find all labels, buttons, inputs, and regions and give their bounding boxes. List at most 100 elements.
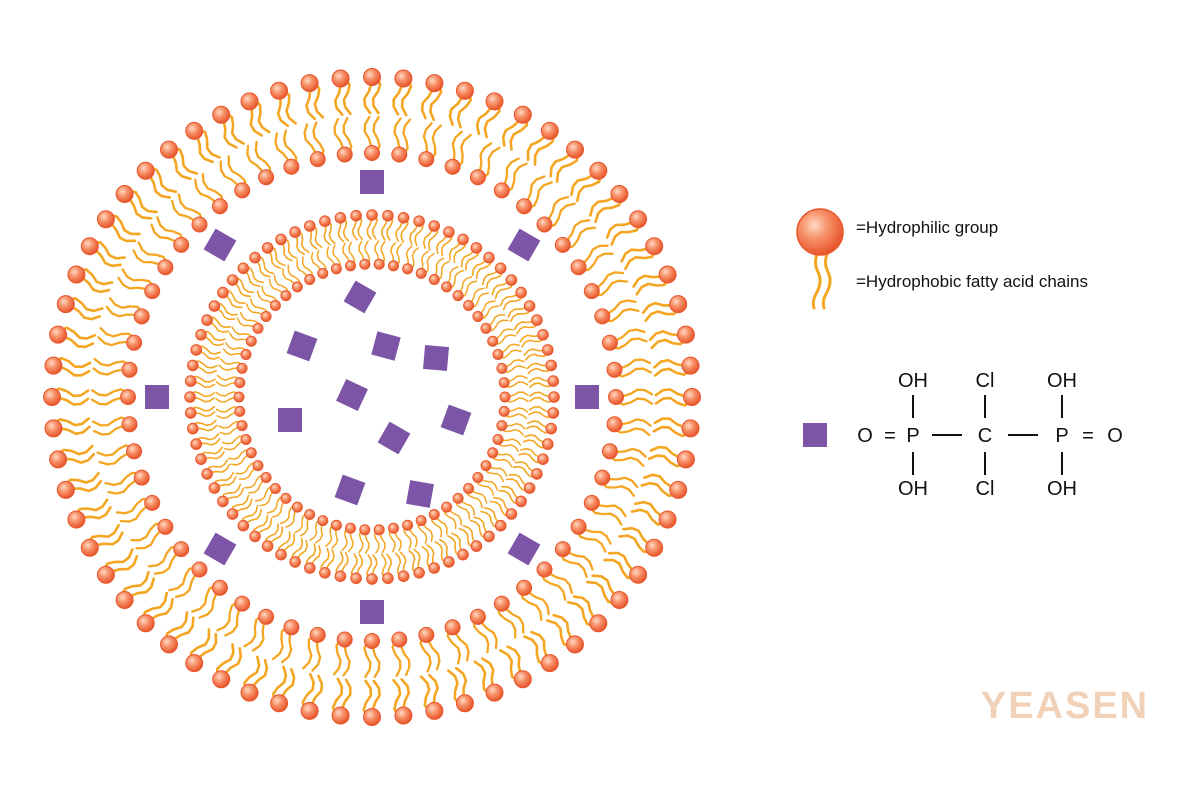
hydrophilic-head bbox=[589, 161, 608, 180]
phospholipid bbox=[630, 500, 677, 529]
hydrophilic-head bbox=[493, 595, 510, 612]
drug-square bbox=[440, 404, 472, 436]
phospholipid bbox=[392, 678, 413, 725]
fatty-acid-tail bbox=[342, 76, 352, 116]
fatty-acid-tail bbox=[485, 269, 504, 289]
phospholipid bbox=[499, 391, 529, 403]
phospholipid bbox=[419, 673, 444, 720]
phospholipid bbox=[331, 69, 352, 116]
hydrophilic-head bbox=[144, 494, 161, 511]
fatty-acid-tail bbox=[371, 214, 379, 240]
fatty-acid-tail bbox=[498, 649, 520, 683]
fatty-acid-tail bbox=[455, 499, 471, 520]
phospholipid bbox=[90, 388, 136, 406]
hydrophilic-head bbox=[236, 362, 248, 374]
phospholipid bbox=[463, 483, 488, 509]
phospholipid bbox=[249, 251, 275, 278]
fatty-acid-tail bbox=[279, 504, 296, 525]
phospholipid bbox=[394, 551, 410, 583]
phospholipid bbox=[187, 419, 218, 435]
hydrophilic-head bbox=[469, 169, 486, 186]
fatty-acid-tail bbox=[227, 155, 247, 190]
atom-left-top-oh: OH bbox=[898, 370, 928, 392]
fatty-acid-tail bbox=[503, 413, 528, 420]
phospholipid bbox=[422, 220, 441, 251]
fatty-acid-tail bbox=[371, 75, 382, 115]
fatty-acid-tail bbox=[447, 669, 462, 706]
fatty-acid-tail bbox=[594, 196, 624, 224]
fatty-acid-tail bbox=[446, 627, 462, 665]
phospholipid bbox=[496, 359, 527, 374]
hydrophilic-head bbox=[208, 300, 221, 312]
phospholipid bbox=[96, 443, 143, 466]
phospholipid bbox=[358, 524, 371, 554]
fatty-acid-tail bbox=[264, 523, 279, 546]
hydrophilic-head bbox=[252, 460, 264, 472]
hydrophilic-head bbox=[452, 290, 464, 302]
phospholipid bbox=[296, 256, 316, 285]
hydrophilic-head bbox=[394, 706, 413, 725]
phospholipid bbox=[363, 115, 381, 161]
fatty-acid-tail bbox=[576, 172, 603, 203]
hydrophilic-head bbox=[300, 701, 319, 720]
hydrophilic-head bbox=[319, 215, 331, 227]
fatty-acid-tail bbox=[126, 189, 158, 214]
fatty-acid-tail bbox=[652, 425, 692, 438]
phospholipid bbox=[507, 300, 536, 323]
drug-square bbox=[377, 421, 411, 455]
phospholipid bbox=[261, 523, 284, 552]
fatty-acid-tail bbox=[504, 397, 529, 403]
hydrophilic-head bbox=[594, 469, 611, 486]
phospholipid bbox=[487, 447, 516, 468]
drug-square bbox=[371, 331, 401, 361]
fatty-acid-tail bbox=[243, 655, 261, 693]
phospholipid bbox=[480, 314, 509, 334]
phospholipid bbox=[418, 122, 442, 168]
fatty-acid-tail bbox=[419, 675, 432, 713]
phospholipid bbox=[647, 445, 695, 469]
legend-hydrophilic-label: =Hydrophilic group bbox=[856, 218, 999, 237]
hydrophilic-head bbox=[498, 377, 510, 389]
atom-left-p: P bbox=[906, 425, 919, 447]
hydrophilic-head bbox=[187, 359, 199, 372]
phospholipid bbox=[331, 677, 352, 725]
drug-square bbox=[336, 379, 368, 411]
fatty-acid-tail bbox=[443, 507, 457, 530]
hydrophilic-head bbox=[480, 322, 492, 334]
hydrophilic-head bbox=[382, 209, 394, 222]
drug-square bbox=[203, 228, 237, 262]
phospholipid bbox=[444, 130, 472, 175]
hydrophilic-head bbox=[334, 212, 347, 224]
phospholipid bbox=[446, 532, 469, 561]
phospholipid bbox=[43, 387, 90, 406]
fatty-acid-tail bbox=[137, 241, 169, 265]
fatty-acid-tail bbox=[240, 505, 259, 525]
hydrophilic-head bbox=[184, 391, 196, 403]
hydrophilic-head bbox=[226, 508, 239, 520]
hydrophilic-head bbox=[330, 263, 342, 275]
phospholipid bbox=[274, 129, 300, 175]
phospholipid bbox=[498, 405, 529, 420]
fatty-acid-tail bbox=[216, 374, 241, 381]
phospholipid bbox=[498, 645, 532, 689]
hydrophilic-head bbox=[237, 519, 250, 532]
fatty-acid-tail bbox=[141, 591, 168, 622]
fatty-acid-tail bbox=[564, 226, 597, 250]
phospholipid bbox=[428, 509, 448, 538]
hydrophilic-head bbox=[452, 492, 464, 504]
fatty-acid-tail bbox=[191, 419, 217, 427]
hydrophilic-head bbox=[184, 407, 197, 419]
legend-phospholipid-icon bbox=[796, 208, 844, 310]
phospholipid bbox=[300, 74, 325, 121]
fatty-acid-tail bbox=[350, 553, 358, 579]
hydrophilic-head bbox=[516, 579, 533, 596]
fatty-acid-tail bbox=[52, 356, 92, 369]
phospholipid bbox=[415, 515, 434, 545]
phospholipid bbox=[300, 672, 324, 720]
fatty-acid-tail bbox=[496, 441, 520, 452]
hydrophilic-head bbox=[391, 146, 408, 163]
fatty-acid-tail bbox=[555, 151, 580, 183]
fatty-acid-tail bbox=[521, 336, 545, 348]
fatty-acid-tail bbox=[269, 245, 286, 267]
